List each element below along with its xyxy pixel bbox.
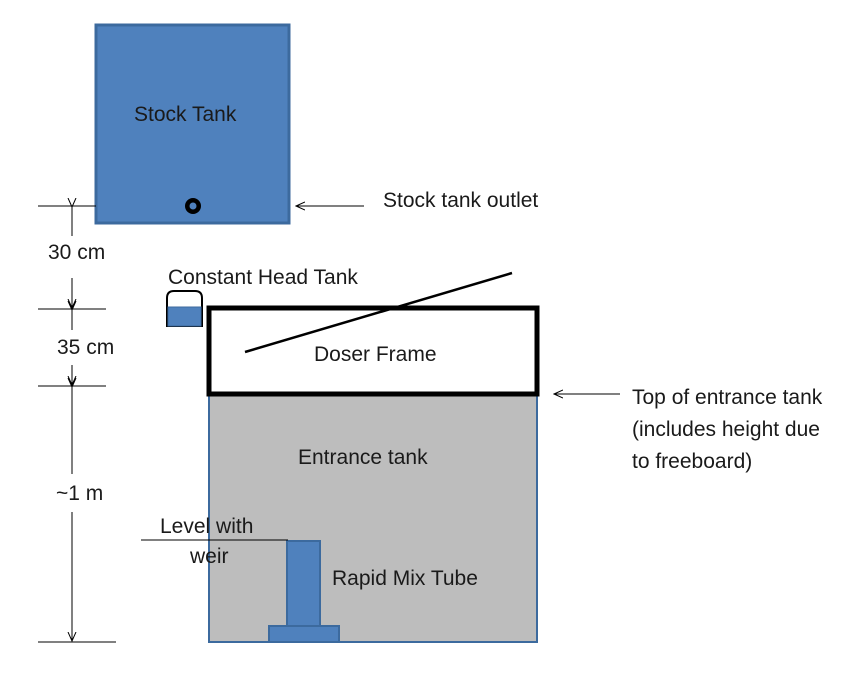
stock-tank-outlet-label: Stock tank outlet (383, 189, 539, 212)
rapid-mix-tube (286, 540, 321, 628)
level-with-weir-label-line2: weir (190, 545, 229, 568)
constant-head-tank-label: Constant Head Tank (168, 266, 358, 289)
top-of-entrance-tank-label-line2: (includes height due (632, 418, 820, 441)
entrance-tank-label: Entrance tank (298, 446, 428, 469)
doser-lever-arm (244, 271, 513, 354)
rapid-mix-tube-base (268, 625, 340, 643)
doser-frame (206, 305, 540, 397)
dimension-label-35cm: 35 cm (57, 336, 115, 359)
top-of-entrance-tank-label-line1: Top of entrance tank (632, 386, 823, 409)
entrance-tank (208, 393, 538, 643)
dimension-label-1m: ~1 m (56, 482, 104, 505)
stock-tank (94, 23, 291, 225)
rapid-mix-tube-label: Rapid Mix Tube (332, 567, 478, 590)
dimension-label-30cm: 30 cm (48, 241, 106, 264)
top-of-entrance-tank-label-line3: to freeboard) (632, 450, 753, 473)
stock-tank-label: Stock Tank (134, 103, 237, 126)
level-with-weir-label-line1: Level with (160, 515, 254, 538)
doser-frame-label: Doser Frame (314, 343, 437, 366)
